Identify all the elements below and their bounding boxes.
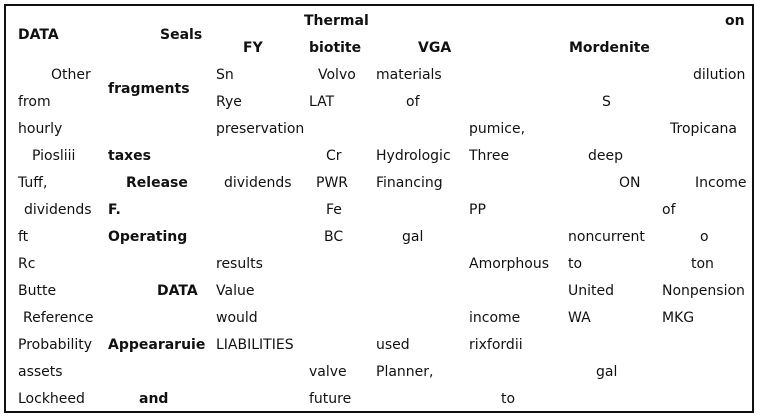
header-thermal: Thermal [304,13,369,29]
cell: WA [568,310,591,326]
cell: gal [402,229,424,245]
cell: future [309,391,352,407]
cell: pumice, [469,121,526,137]
cell: Release [126,175,188,191]
cell: Operating [108,229,188,245]
cell: Reference [23,310,94,326]
cell: Amorphous [469,256,550,272]
cell: rixfordii [469,337,523,353]
cell: assets [18,364,63,380]
cell: valve [309,364,347,380]
table-row: Probability Appeararuie LIABILITIES used… [0,337,761,353]
table-header: DATA Seals FY Thermal biotite VGA Morden… [0,0,761,56]
cell: to [568,256,583,272]
table-row: Butte DATA Value United Nonpension [0,283,761,299]
cell: fragments [108,81,190,97]
cell: deep [588,148,623,164]
cell: results [216,256,263,272]
header-biotite: biotite [309,40,362,56]
cell: Value [216,283,255,299]
cell: Planner, [376,364,434,380]
table-row: from Rye LAT of S [0,94,761,110]
header-data: DATA [18,27,59,43]
cell: Appeararuie [108,337,206,353]
cell: dividends [224,175,292,191]
header-on: on [725,13,745,29]
header-fy: FY [243,40,263,56]
cell: Butte [18,283,57,299]
cell: MKG [662,310,695,326]
cell: PP [469,202,486,218]
cell: noncurrent [568,229,645,245]
cell: Hydrologic [376,148,451,164]
cell: would [216,310,258,326]
table-row: hourly preservation pumice, Tropicana [0,121,761,137]
cell: dividends [24,202,92,218]
table-row: assets valve Planner, gal [0,364,761,380]
cell: Piosliii [32,148,76,164]
cell: o [700,229,709,245]
cell: Three [469,148,510,164]
cell: preservation [216,121,305,137]
header-seals: Seals [160,27,203,43]
table-row: Rc results Amorphous to ton [0,256,761,272]
cell: LIABILITIES [216,337,294,353]
cell: ft [18,229,29,245]
cell: BC [324,229,344,245]
cell: ON [619,175,641,191]
cell: Lockheed [18,391,85,407]
cell: LAT [309,94,335,110]
cell: PWR [316,175,349,191]
cell: S [602,94,611,110]
cell: Tuff, [18,175,48,191]
cell: Income [695,175,747,191]
cell: Nonpension [662,283,745,299]
cell: Rye [216,94,242,110]
cell: Volvo [318,67,356,83]
header-mordenite: Mordenite [569,40,650,56]
cell: materials [376,67,442,83]
cell: to [501,391,516,407]
table-row: ft Operating BC gal noncurrent o [0,229,761,245]
cell: taxes [108,148,151,164]
cell: Tropicana [670,121,738,137]
table-row: Tuff, Release dividends PWR Financing ON… [0,175,761,191]
cell: dilution [693,67,746,83]
cell: Rc [18,256,36,272]
cell: Fe [326,202,342,218]
cell: used [376,337,410,353]
cell: and [139,391,169,407]
cell: of [406,94,420,110]
table-row: Piosliii taxes Cr Hydrologic Three deep [0,148,761,164]
cell: Financing [376,175,443,191]
cell: F. [108,202,121,218]
cell: Probability [18,337,93,353]
cell: income [469,310,521,326]
cell: of [662,202,676,218]
table-row: dividends F. Fe PP of [0,202,761,218]
table-frame [4,4,754,413]
table-row: Reference would income WA MKG [0,310,761,326]
cell: Cr [326,148,342,164]
cell: from [18,94,51,110]
cell: Sn [216,67,234,83]
cell: Other [51,67,91,83]
table-row: Lockheed and future to [0,391,761,407]
table-row: Other fragments Sn Volvo materials dilut… [0,67,761,97]
cell: ton [691,256,714,272]
cell: United [568,283,614,299]
cell: DATA [157,283,198,299]
cell: gal [596,364,618,380]
cell: hourly [18,121,63,137]
header-vga: VGA [418,40,452,56]
